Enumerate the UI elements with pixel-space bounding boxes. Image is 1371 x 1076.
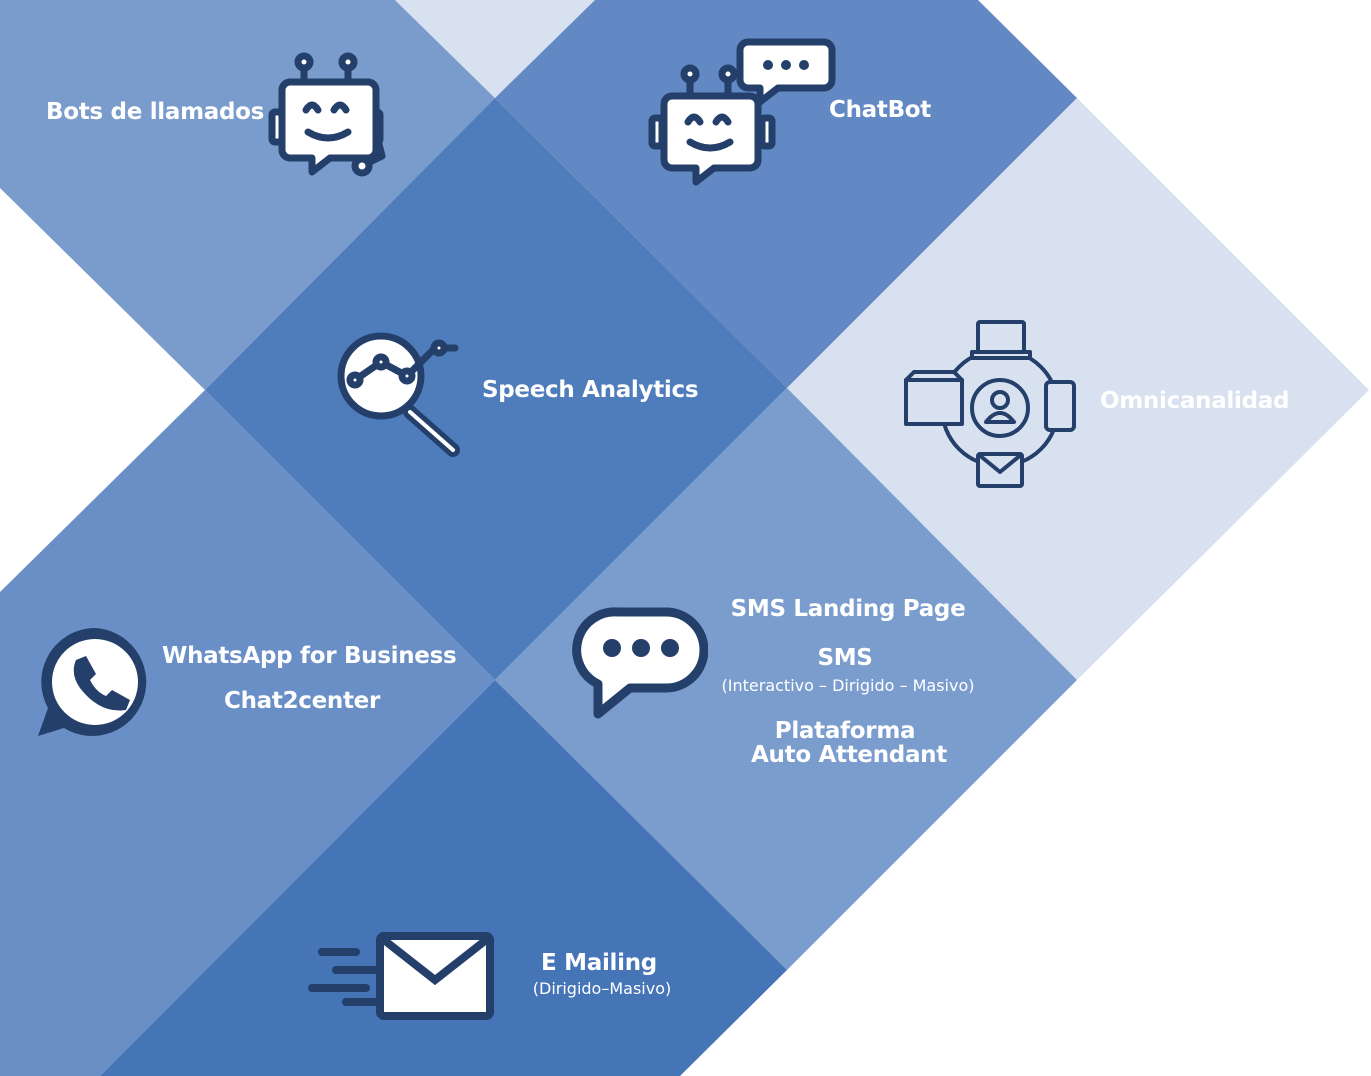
sms-sub-label: (Interactivo – Dirigido – Masivo) (721, 676, 975, 695)
whatsapp-icon (38, 628, 147, 736)
plataforma-label: Plataforma (774, 718, 916, 744)
fast-mail-icon (308, 932, 494, 1020)
robot-speech-bubble-icon (648, 38, 836, 186)
omnicanalidad-label: Omnicanalidad (1100, 388, 1290, 414)
tile-top-light (395, 0, 595, 98)
tile-sms (495, 388, 1077, 970)
tile-omni (787, 98, 1369, 680)
omnichannel-network-icon (904, 320, 1076, 488)
tile-whatsapp (0, 390, 495, 1076)
bots-label: Bots de llamados (46, 99, 265, 125)
magnifier-chart-icon (337, 332, 460, 457)
speech-analytics-label: Speech Analytics (482, 377, 699, 403)
robot-chat-icon (268, 52, 386, 177)
chat2center-label: Chat2center (224, 688, 381, 714)
emailing-sub-label: (Dirigido–Masivo) (532, 979, 672, 998)
tile-email (100, 680, 787, 1076)
tile-speech (205, 98, 787, 680)
speech-bubble-dots-icon (572, 607, 708, 719)
sms-landing-page-label: SMS Landing Page (730, 596, 966, 622)
tile-chatbot (495, 0, 1077, 388)
whatsapp-label: WhatsApp for Business (162, 643, 457, 669)
auto-attendant-label: Auto Attendant (751, 742, 947, 768)
chatbot-label: ChatBot (829, 97, 931, 123)
emailing-label: E Mailing (541, 950, 657, 976)
sms-label: SMS (817, 645, 873, 671)
